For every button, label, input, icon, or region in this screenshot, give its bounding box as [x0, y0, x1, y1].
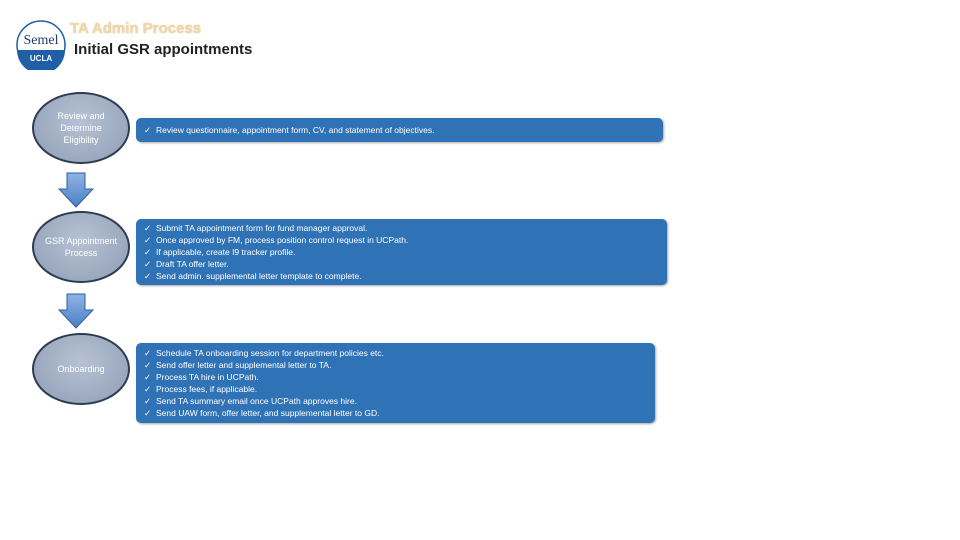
- page-title: TA Admin Process: [70, 20, 202, 37]
- step-circle-eligibility: Review and Determine Eligibility: [32, 92, 130, 164]
- checklist-item-text: Submit TA appointment form for fund mana…: [156, 223, 368, 233]
- checklist-item: ✓ Process fees, if applicable.: [144, 383, 647, 395]
- checkmark-icon: ✓: [144, 384, 152, 394]
- checkmark-icon: ✓: [144, 348, 152, 358]
- checklist-item-text: Schedule TA onboarding session for depar…: [156, 348, 384, 358]
- checklist-item: ✓ Send admin. supplemental letter templat…: [144, 270, 659, 282]
- checkmark-icon: ✓: [144, 271, 152, 281]
- step-circle-gsr-appointment: GSR Appointment Process: [32, 211, 130, 283]
- step-circle-onboarding: Onboarding: [32, 333, 130, 405]
- page-subtitle: Initial GSR appointments: [74, 41, 253, 58]
- step-box-gsr-appointment: ✓ Submit TA appointment form for fund man…: [136, 219, 667, 285]
- checkmark-icon: ✓: [144, 372, 152, 382]
- checkmark-icon: ✓: [144, 235, 152, 245]
- checklist-item: ✓ Process TA hire in UCPath.: [144, 371, 647, 383]
- step-list-onboarding: ✓ Schedule TA onboarding session for depa…: [144, 347, 647, 419]
- checkmark-icon: ✓: [144, 247, 152, 257]
- semel-ucla-logo: Semel UCLA: [16, 20, 66, 70]
- checkmark-icon: ✓: [144, 396, 152, 406]
- checklist-item-text: Send admin. supplemental letter template…: [156, 271, 362, 281]
- checklist-item-text: Process fees, if applicable.: [156, 384, 258, 394]
- checklist-item-text: Send UAW form, offer letter, and supplem…: [156, 408, 380, 418]
- checklist-item: ✓ Send UAW form, offer letter, and supple…: [144, 407, 647, 419]
- checklist-item-text: Send TA summary email once UCPath approv…: [156, 396, 357, 406]
- step-box-onboarding: ✓ Schedule TA onboarding session for depa…: [136, 343, 655, 423]
- checklist-item-text: Process TA hire in UCPath.: [156, 372, 259, 382]
- step-box-eligibility: ✓ Review questionnaire, appointment form,…: [136, 118, 663, 142]
- checklist-item: ✓ Submit TA appointment form for fund man…: [144, 222, 659, 234]
- checkmark-icon: ✓: [144, 360, 152, 370]
- down-arrow-icon: [58, 293, 94, 329]
- step-list-gsr-appointment: ✓ Submit TA appointment form for fund man…: [144, 222, 659, 282]
- checklist-item: ✓ If applicable, create I9 tracker profil…: [144, 246, 659, 258]
- checklist-item-text: Review questionnaire, appointment form, …: [156, 125, 435, 135]
- checkmark-icon: ✓: [144, 125, 152, 135]
- checkmark-icon: ✓: [144, 223, 152, 233]
- checklist-item: ✓ Draft TA offer letter.: [144, 258, 659, 270]
- checklist-item-text: If applicable, create I9 tracker profile…: [156, 247, 296, 257]
- logo-text-bottom: UCLA: [30, 54, 52, 63]
- checklist-item: ✓ Send offer letter and supplemental lett…: [144, 359, 647, 371]
- checklist-item-text: Once approved by FM, process position co…: [156, 235, 409, 245]
- checklist-item: ✓ Schedule TA onboarding session for depa…: [144, 347, 647, 359]
- down-arrow-icon: [58, 172, 94, 208]
- checklist-item-text: Send offer letter and supplemental lette…: [156, 360, 332, 370]
- checklist-item-text: Draft TA offer letter.: [156, 259, 229, 269]
- checkmark-icon: ✓: [144, 408, 152, 418]
- checkmark-icon: ✓: [144, 259, 152, 269]
- checklist-item: ✓ Review questionnaire, appointment form,…: [144, 124, 655, 136]
- logo-text-top: Semel: [24, 33, 59, 48]
- step-list-eligibility: ✓ Review questionnaire, appointment form,…: [144, 124, 655, 136]
- checklist-item: ✓ Once approved by FM, process position c…: [144, 234, 659, 246]
- checklist-item: ✓ Send TA summary email once UCPath appro…: [144, 395, 647, 407]
